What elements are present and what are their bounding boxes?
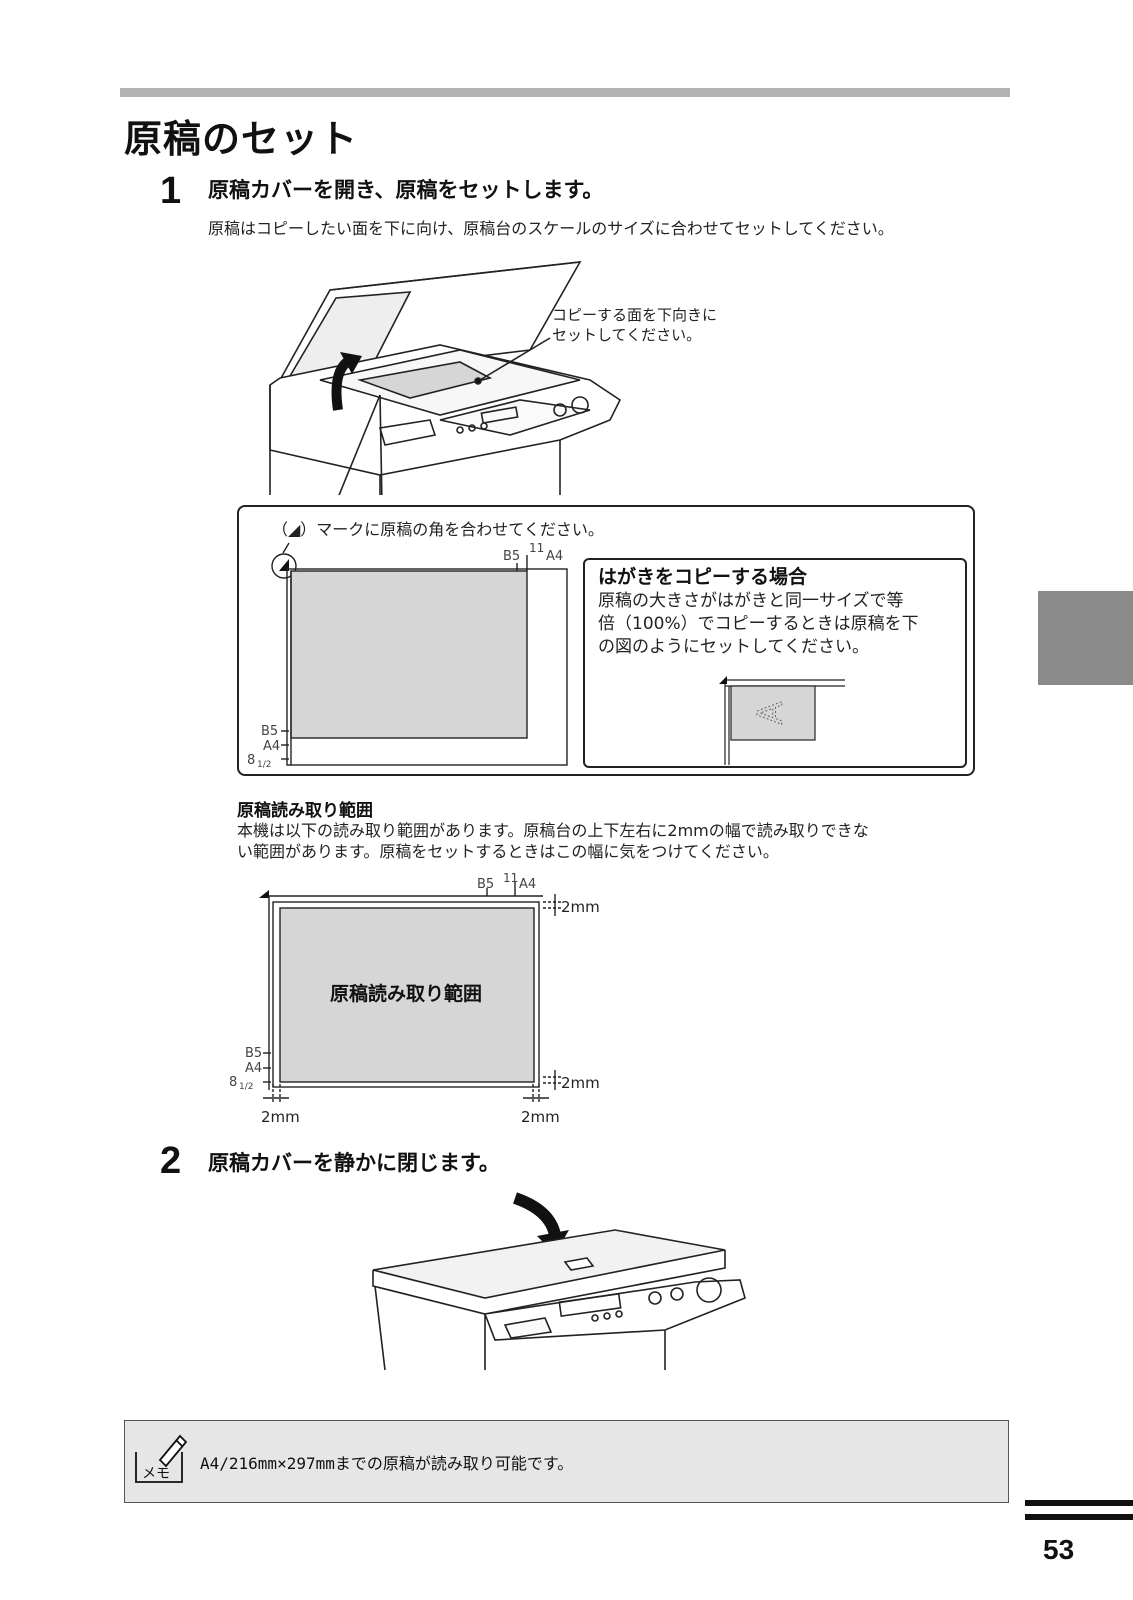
- read-area-line-1: 本機は以下の読み取り範囲があります。原稿台の上下左右に2mmの幅で読み取りできな: [237, 821, 869, 840]
- step-1-heading: 原稿カバーを開き、原稿をセットします。: [208, 178, 604, 202]
- scale-diagram: B5 11 A4 B5 A4 8 1/2: [247, 541, 568, 770]
- memo-box: [124, 1420, 1009, 1503]
- top-scale-b5: B5: [503, 549, 520, 564]
- postcard-panel: [583, 558, 967, 768]
- callout-text: コピーする面を下向きに セットしてください。: [552, 305, 717, 345]
- postcard-line-3: の図のようにセットしてください。: [598, 637, 869, 657]
- left-scale-half: 1/2: [257, 760, 271, 770]
- left-scale-b5: B5: [261, 724, 278, 739]
- read-left-half: 1/2: [239, 1082, 253, 1092]
- read-left-b5: B5: [245, 1046, 262, 1061]
- callout-line-1: コピーする面を下向きに: [552, 306, 718, 324]
- postcard-letter: A: [751, 701, 791, 724]
- margin-label-top-right: 2mm: [561, 898, 600, 916]
- read-area-diagram: 原稿読み取り範囲 B5 11 A4 B5 A4 8 1/2 2mm 2mm 2m…: [229, 872, 600, 1126]
- read-area-heading: 原稿読み取り範囲: [237, 801, 373, 821]
- read-left-8: 8: [229, 1075, 237, 1090]
- read-area-label: 原稿読み取り範囲: [330, 982, 482, 1005]
- page-number: 53: [1043, 1534, 1075, 1565]
- chapter-tab: [1038, 591, 1133, 685]
- step-2-number: 2: [160, 1140, 182, 1182]
- left-scale-8: 8: [247, 753, 255, 768]
- page-title: 原稿のセット: [124, 117, 359, 161]
- postcard-text: 原稿の大きさがはがきと同一サイズで等 倍（100%）でコピーするときは原稿を下 …: [598, 590, 919, 659]
- top-scale-11: 11: [529, 541, 544, 555]
- top-scale-a4: A4: [546, 549, 563, 564]
- read-area-line-2: い範囲があります。原稿をセットするときはこの幅に気をつけてください。: [237, 842, 779, 861]
- memo-text: A4/216mm×297mmまでの原稿が読み取り可能です。: [200, 1454, 574, 1473]
- read-left-a4: A4: [245, 1061, 262, 1076]
- memo-pencil-icon: メモ: [135, 1434, 188, 1483]
- printer-open-illustration: [269, 261, 622, 495]
- printer-closed-illustration: [372, 1192, 746, 1370]
- postcard-line-2: 倍（100%）でコピーするときは原稿を下: [598, 614, 919, 634]
- postcard-title: はがきをコピーする場合: [598, 566, 808, 588]
- callout-line-2: セットしてください。: [552, 326, 702, 344]
- header-rule: [120, 88, 1010, 97]
- step-1-number: 1: [160, 170, 182, 212]
- read-top-a4: A4: [519, 877, 536, 892]
- read-top-b5: B5: [477, 877, 494, 892]
- left-scale-a4: A4: [263, 739, 280, 754]
- step-1-description: 原稿はコピーしたい面を下に向け、原稿台のスケールのサイズに合わせてセットしてくだ…: [208, 219, 894, 238]
- margin-label-bottom-right-2: 2mm: [521, 1108, 560, 1126]
- memo-icon-label: メモ: [142, 1466, 170, 1482]
- mark-note: （◢）マークに原稿の角を合わせてください。: [272, 520, 604, 539]
- step-2-heading: 原稿カバーを静かに閉じます。: [208, 1151, 500, 1175]
- postcard-line-1: 原稿の大きさがはがきと同一サイズで等: [598, 591, 904, 611]
- read-top-11: 11: [503, 872, 518, 885]
- read-area-text: 本機は以下の読み取り範囲があります。原稿台の上下左右に2mmの幅で読み取りできな…: [237, 820, 869, 862]
- margin-label-bottom-right: 2mm: [561, 1074, 600, 1092]
- postcard-diagram: A: [719, 676, 845, 765]
- margin-label-bottom-left: 2mm: [261, 1108, 300, 1126]
